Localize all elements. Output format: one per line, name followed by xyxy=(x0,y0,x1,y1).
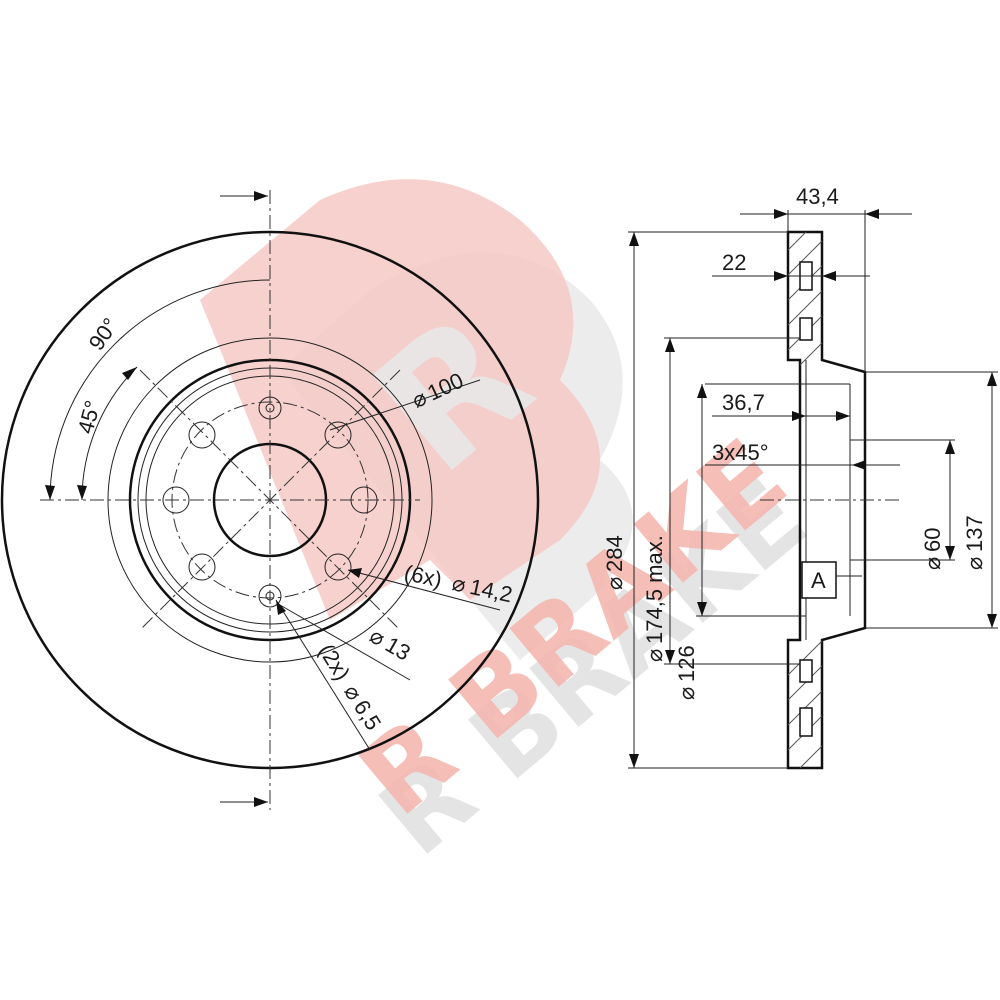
bolt-hole-dia: 13 xyxy=(381,632,415,666)
bolt-hole xyxy=(188,553,216,581)
angle-arrowhead xyxy=(122,367,137,380)
disc-section-outline xyxy=(786,230,867,770)
pin-hole-label: (2x) ⌀ 6,5 xyxy=(314,639,386,734)
section-arrowhead xyxy=(254,797,268,807)
leader-arrowhead xyxy=(348,568,362,578)
datum-label: A xyxy=(811,568,826,593)
dim-arrowhead xyxy=(836,411,850,421)
dim-126: 126 xyxy=(674,645,699,682)
dim-22: 22 xyxy=(722,250,746,275)
dim-arrowhead xyxy=(629,232,639,246)
dim-137: 137 xyxy=(962,515,987,552)
dim-arrowhead xyxy=(865,209,879,219)
vent-slot xyxy=(799,659,813,683)
datum-box xyxy=(801,561,837,599)
dim-60: 60 xyxy=(920,528,945,552)
diameter-symbol: ⌀ xyxy=(602,577,627,590)
dim-174-5-label: ⌀ 174,5 max. xyxy=(642,535,667,662)
dim-arrowhead xyxy=(697,384,707,398)
bolt-hole xyxy=(324,421,352,449)
dim-arrowhead xyxy=(987,614,997,628)
dim-arrowhead xyxy=(665,338,675,352)
dim-arrowhead xyxy=(945,440,955,454)
pcd-leader xyxy=(329,379,481,431)
diameter-symbol: ⌀ xyxy=(642,649,667,662)
diameter-symbol: ⌀ xyxy=(674,687,699,700)
angle-arrowhead xyxy=(45,485,55,500)
dim-arrowhead xyxy=(629,754,639,768)
leader-arrowhead xyxy=(276,600,286,615)
dim-284: 284 xyxy=(602,535,627,572)
dim-137-label: ⌀ 137 xyxy=(962,515,987,570)
bolt-hole xyxy=(188,421,216,449)
watermark: R R BRAKE R BRAKE xyxy=(200,179,829,879)
angle-arrowhead xyxy=(77,485,87,500)
pin-count: (2x) xyxy=(314,639,355,684)
angle-arc-45 xyxy=(81,366,138,501)
dim-arrowhead xyxy=(665,650,675,664)
dim-126-label: ⌀ 126 xyxy=(674,645,699,700)
chamfer-label: 3x45° xyxy=(712,440,769,465)
diameter-symbol: ⌀ xyxy=(920,557,945,570)
section-arrowhead xyxy=(254,191,268,201)
bolt-hole xyxy=(162,486,190,514)
vent-slot xyxy=(799,707,813,737)
dim-60-label: ⌀ 60 xyxy=(920,528,945,570)
angle-90-label: 90° xyxy=(84,313,124,355)
bolt-hole-leader xyxy=(279,604,411,681)
dim-arrowhead xyxy=(987,372,997,386)
dim-arrowhead xyxy=(774,271,788,281)
diameter-symbol: ⌀ xyxy=(450,570,468,597)
dim-arrowhead xyxy=(792,411,806,421)
dim-284-label: ⌀ 284 xyxy=(602,535,627,590)
dim-arrowhead xyxy=(945,546,955,560)
bolt-hole xyxy=(324,553,352,581)
dim-174-5: 174,5 max. xyxy=(642,535,667,644)
vent-slot xyxy=(799,317,813,341)
dim-43-4: 43,4 xyxy=(796,184,839,209)
pin-hole-leader xyxy=(275,599,371,751)
side-view: A 43,4 22 36,7 3x45° ⌀ 284 xyxy=(602,184,998,770)
stud-hole-leader xyxy=(347,569,501,611)
leader-arrowhead xyxy=(852,460,866,470)
dim-36-7: 36,7 xyxy=(722,390,765,415)
dim-arrowhead xyxy=(697,602,707,616)
dim-arrowhead xyxy=(822,271,836,281)
diagonal-centerline xyxy=(139,369,401,631)
dim-arrowhead xyxy=(774,209,788,219)
angle-45-label: 45° xyxy=(73,398,106,437)
watermark-logo xyxy=(200,179,600,620)
angle-arc-90 xyxy=(49,279,271,501)
diameter-symbol: ⌀ xyxy=(962,557,987,570)
